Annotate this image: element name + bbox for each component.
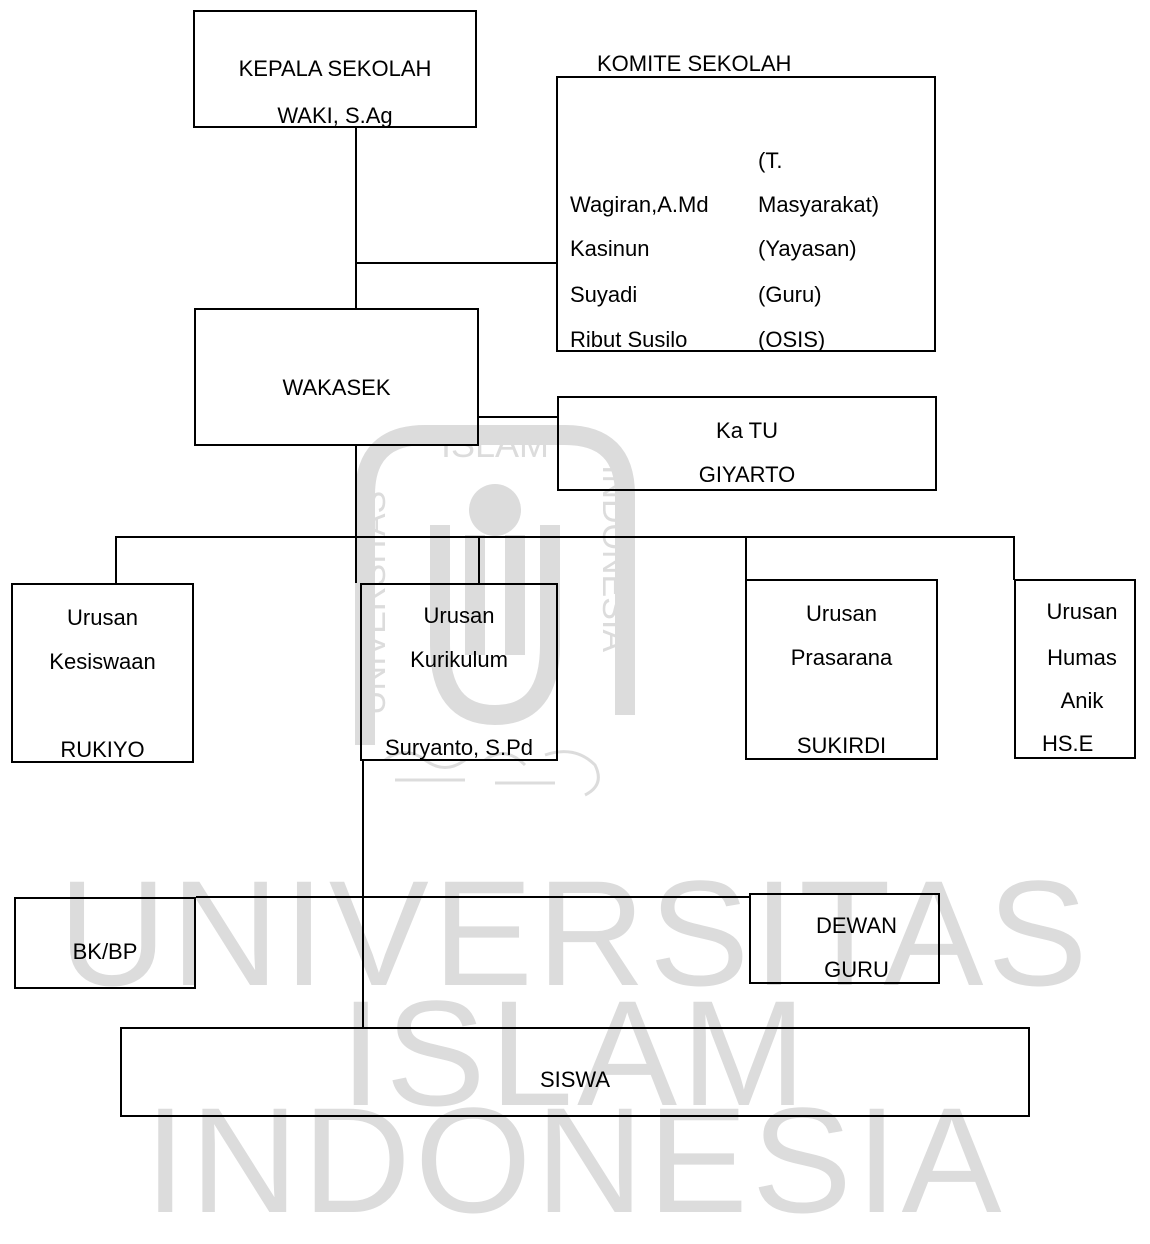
drop-kurikulum bbox=[478, 536, 480, 584]
wakasek-box: WAKASEK bbox=[194, 308, 479, 446]
komite-member-2-name: Kasinun bbox=[570, 236, 650, 261]
prasarana-l1: Urusan bbox=[806, 601, 877, 626]
komite-member-0-role: (T. bbox=[758, 148, 783, 173]
humas-l3: Anik bbox=[1060, 688, 1104, 713]
horizontal-bar-bk-dewan bbox=[196, 896, 749, 898]
komite-member-4-name: Ribut Susilo bbox=[570, 327, 688, 352]
kesiswaan-l2: Kesiswaan bbox=[49, 649, 156, 674]
komite-member-3-name: Suyadi bbox=[570, 282, 638, 307]
drop-prasarana bbox=[745, 536, 747, 580]
humas-l2: Humas bbox=[1047, 645, 1117, 670]
drop-humas bbox=[1013, 536, 1015, 580]
urusan-kesiswaan-box: Urusan Kesiswaan RUKIYO bbox=[11, 583, 194, 763]
urusan-humas-box: Urusan Humas Anik HS.E bbox=[1014, 579, 1136, 759]
komite-member-3-role: (Guru) bbox=[758, 282, 822, 307]
wakasek-title: WAKASEK bbox=[282, 375, 391, 400]
komite-member-4-role: (OSIS) bbox=[758, 327, 826, 352]
komite-member-1-role: Masyarakat) bbox=[758, 192, 880, 217]
prasarana-name: SUKIRDI bbox=[796, 733, 887, 758]
kesiswaan-l1: Urusan bbox=[67, 605, 138, 630]
connector-kurikulum-siswa bbox=[362, 760, 364, 1028]
kepala-name: WAKI, S.Ag bbox=[277, 103, 393, 128]
logo-ring-right: INDONESIA bbox=[595, 465, 633, 652]
komite-title: KOMITE SEKOLAH bbox=[597, 51, 792, 76]
komite-member-2-role: (Yayasan) bbox=[758, 236, 857, 261]
siswa-box: SISWA bbox=[120, 1027, 1030, 1117]
katu-title: Ka TU bbox=[716, 418, 778, 443]
kepala-sekolah-box: KEPALA SEKOLAH WAKI, S.Ag bbox=[193, 10, 477, 128]
bkbp-title: BK/BP bbox=[72, 939, 138, 964]
kesiswaan-name: RUKIYO bbox=[60, 737, 145, 762]
komite-member-1-name: Wagiran,A.Md bbox=[570, 192, 709, 217]
humas-l1: Urusan bbox=[1046, 599, 1118, 624]
connector-wakasek-down bbox=[355, 445, 357, 583]
kepala-title: KEPALA SEKOLAH bbox=[238, 56, 432, 81]
kurikulum-name: Suryanto, S.Pd bbox=[385, 735, 533, 760]
connector-katu bbox=[478, 416, 558, 418]
urusan-prasarana-box: Urusan Prasarana SUKIRDI bbox=[745, 579, 938, 760]
dewan-guru-box: DEWAN GURU bbox=[749, 893, 940, 984]
drop-kesiswaan bbox=[115, 536, 117, 584]
dewan-l2: GURU bbox=[824, 957, 889, 982]
kurikulum-l1: Urusan bbox=[423, 603, 495, 628]
connector-kepala-wakasek bbox=[355, 127, 357, 310]
komite-sekolah-box: (T. Wagiran,A.Md Masyarakat) Kasinun (Ya… bbox=[556, 76, 936, 352]
prasarana-l2: Prasarana bbox=[790, 645, 893, 670]
dewan-l1: DEWAN bbox=[815, 913, 898, 938]
ka-tu-box: Ka TU GIYARTO bbox=[557, 396, 937, 491]
bk-bp-box: BK/BP bbox=[14, 897, 196, 989]
connector-komite bbox=[355, 262, 558, 264]
kurikulum-l2: Kurikulum bbox=[410, 647, 508, 672]
humas-name: HS.E bbox=[1042, 731, 1094, 756]
siswa-title: SISWA bbox=[539, 1067, 611, 1092]
horizontal-bar-urusan bbox=[115, 536, 1015, 538]
katu-name: GIYARTO bbox=[698, 462, 796, 487]
urusan-kurikulum-box: Urusan Kurikulum Suryanto, S.Pd bbox=[360, 583, 558, 761]
